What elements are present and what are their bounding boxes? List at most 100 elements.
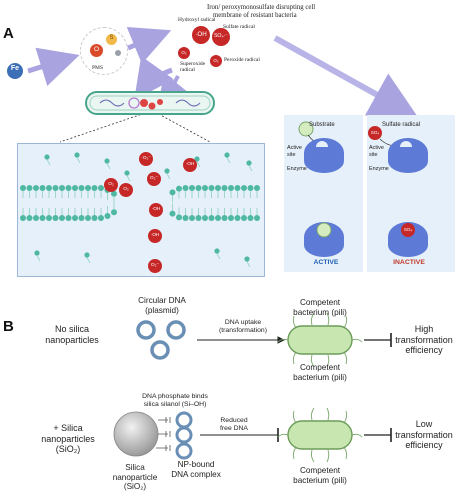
pms-to-radicals-arrow <box>126 26 172 64</box>
row1-bacterium-top-line1: Competent <box>299 298 341 307</box>
reduced-dna-label: Reduced free DNA <box>204 417 264 433</box>
row1-condition-line2: nanoparticles <box>45 334 99 345</box>
peroxide-symbol: O₂ <box>213 57 219 63</box>
membrane-radical: ·O₂⁻ <box>139 152 153 166</box>
sulfate-radical <box>212 28 230 46</box>
nanoparticle-label-line3: (SiO₂) <box>123 482 147 491</box>
row1-bacterium-bottom-label: Competent bacterium (pili) <box>280 363 360 382</box>
active-site-label-inactive: Active site <box>369 145 384 158</box>
membrane-zoom-panel <box>17 143 265 277</box>
row2-outcome-line3: efficiency <box>405 440 443 450</box>
membrane-bilayer <box>20 152 260 268</box>
plasmid-label: Circular DNA (plasmid) <box>124 296 200 315</box>
active-site-line2: site <box>287 151 296 158</box>
superoxide-label-line2: radical <box>180 67 195 73</box>
row2-outcome-line1: Low <box>415 419 433 429</box>
complex-label: NP-bound DNA complex <box>166 460 226 479</box>
row2-bacterium-line1: Competent <box>299 466 341 475</box>
membrane-radical: O₂ <box>104 178 118 192</box>
active-status: ACTIVE <box>313 259 339 266</box>
plasmid-label-line2: (plasmid) <box>145 305 179 315</box>
pms-label: PMS <box>92 65 104 71</box>
pms-small-atom <box>115 50 121 56</box>
active-site-label-active: Active site <box>287 145 302 158</box>
hydroxyl-radical <box>192 26 210 44</box>
enzyme-label-inactive: Enzyme <box>369 166 389 172</box>
row2-outcome-line2: transformation <box>395 429 453 440</box>
membrane-radical: O₂⁻ <box>148 259 162 273</box>
binding-label-line2: silica silanol (Si–OH) <box>143 401 207 408</box>
row1-condition-line1: No silica <box>54 324 89 334</box>
panel-b-graphics <box>113 312 392 463</box>
membrane-radical: ·OH <box>148 229 162 243</box>
enzyme-graphics <box>298 121 428 257</box>
nanoparticle-label-line1: Silica <box>125 463 145 472</box>
plasmid-label-line1: Circular DNA <box>138 296 186 305</box>
complex-label-line2: DNA complex <box>171 469 221 479</box>
row2-bacterium-line2: bacterium (pili) <box>293 475 347 485</box>
radicals-to-enzyme-arrow <box>273 35 419 118</box>
substrate-label: Substrate <box>309 122 335 128</box>
reduced-dna-line1: Reduced <box>220 417 248 424</box>
nanoparticle-label-line2: nanoparticle <box>112 472 158 482</box>
inactive-radical-symbol-top: SO₄ <box>370 130 380 135</box>
zoom-line-right <box>154 111 211 143</box>
pms-oxygen-label: O <box>93 45 100 53</box>
panel-a-title-line1: Iron/ peroxymonosulfate disrupting cell <box>207 4 316 11</box>
row1-outcome-line1: High <box>414 324 434 334</box>
row2-condition-line1: + Silica <box>53 423 83 433</box>
row1-bacterium-bottom-line1: Competent <box>299 363 341 372</box>
sulfate-label: Sulfate radical <box>223 24 255 30</box>
row1-outcome-line3: efficiency <box>405 345 443 355</box>
superoxide-symbol: O₂ <box>181 49 187 55</box>
bacterium-top <box>85 91 215 115</box>
row2-condition-line2: nanoparticles <box>41 433 95 444</box>
inactive-radical-symbol-bottom: SO₄ <box>403 227 413 232</box>
row1-bacterium-bottom-line2: bacterium (pili) <box>293 372 347 382</box>
hydroxyl-symbol: ·OH <box>195 31 207 38</box>
pms-sulfur-atom <box>106 34 117 45</box>
fe-to-pms-arrow <box>27 47 80 86</box>
fe-label: Fe <box>10 65 20 72</box>
row2-bacterium-label: Competent bacterium (pili) <box>280 466 360 485</box>
membrane-radical: O₂⁻ <box>147 172 161 186</box>
inactive-site-line2: site <box>369 151 378 158</box>
hydroxyl-label: Hydroxyl radical <box>178 17 216 23</box>
superoxide-radical <box>178 47 190 59</box>
inactive-site-line1: Active <box>369 145 384 151</box>
row1-bacterium-top-line2: bacterium (pili) <box>293 307 347 317</box>
panel-a-title: Iron/ peroxymonosulfate disrupting cell … <box>207 4 315 20</box>
enzyme-label-active: Enzyme <box>287 166 307 172</box>
sulfate-radical-label: Sulfate radical <box>382 122 421 128</box>
binding-label-line1: DNA phosphate binds <box>142 393 208 400</box>
panel-a-title-line2: membrane of resistant bacteria <box>213 12 297 19</box>
fe-atom <box>7 63 23 79</box>
pms-oxygen-atom <box>90 44 103 57</box>
membrane-radical: ·OH <box>183 158 197 172</box>
complex-label-line1: NP-bound <box>177 460 215 469</box>
sulfate-symbol: SO₄·⁻ <box>213 33 229 39</box>
binding-label: DNA phosphate binds silica silanol (Si–O… <box>120 393 230 409</box>
row1-outcome-line2: transformation <box>395 334 453 345</box>
membrane-radical: O₂ <box>119 183 133 197</box>
membrane-radical: ·OH <box>149 203 163 217</box>
row1-outcome: High transformation efficiency <box>388 324 460 356</box>
panel-a-letter: A <box>3 25 14 42</box>
uptake-label-line2: (transformation) <box>219 327 267 334</box>
active-site-line1: Active <box>287 145 302 151</box>
uptake-label-line1: DNA uptake <box>224 319 262 326</box>
row2-outcome: Low transformation efficiency <box>388 419 460 451</box>
row2-condition-line3: (SiO₂) <box>55 444 81 454</box>
superoxide-label-line1: Superoxide <box>180 61 206 67</box>
peroxide-label: Peroxide radical <box>224 57 260 63</box>
radicals-to-bacterium-arrow-1 <box>134 55 174 101</box>
row1-condition: No silica nanoparticles <box>28 324 116 345</box>
peroxide-radical <box>210 55 222 67</box>
pms-sulfur-label: S <box>109 35 114 41</box>
row2-condition: + Silica nanoparticles (SiO₂) <box>28 423 108 455</box>
reduced-dna-line2: free DNA <box>220 425 248 432</box>
panel-b-letter: B <box>3 318 14 335</box>
row1-bacterium-top-label: Competent bacterium (pili) <box>280 298 360 317</box>
zoom-line-left <box>59 111 149 143</box>
uptake-label: DNA uptake (transformation) <box>203 319 283 335</box>
